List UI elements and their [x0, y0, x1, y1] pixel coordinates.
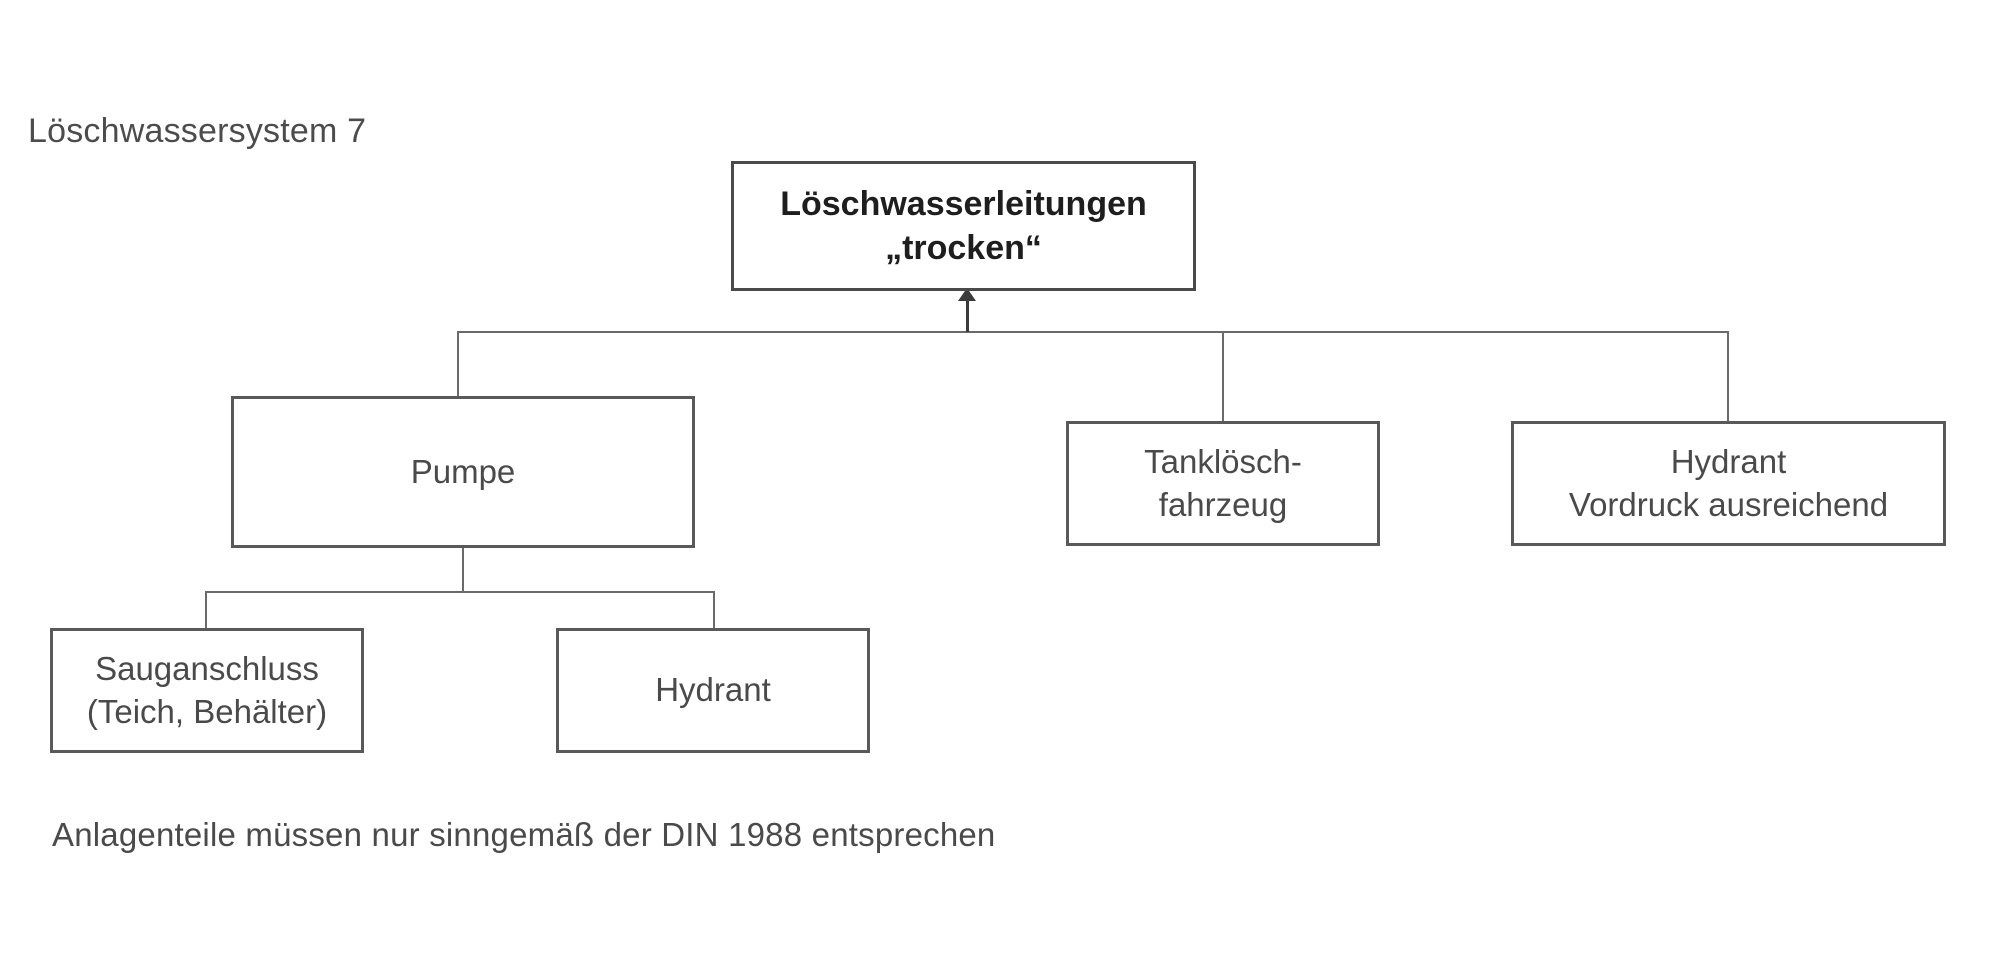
connector-pumpe-bus: [205, 591, 714, 593]
connector-pumpe-drop: [462, 546, 464, 592]
node-tankloeschfahrzeug[interactable]: Tanklösch- fahrzeug: [1066, 421, 1380, 546]
connector-pumpe-to-sauganschluss: [205, 591, 207, 629]
node-pumpe[interactable]: Pumpe: [231, 396, 695, 548]
node-label: Hydrant Vordruck ausreichend: [1568, 443, 1889, 523]
node-label: Tanklösch- fahrzeug: [1144, 443, 1302, 523]
node-sauganschluss[interactable]: Sauganschluss (Teich, Behälter): [50, 628, 364, 753]
connector-root-to-hydrant-vordruck: [1727, 331, 1729, 422]
connector-pumpe-to-hydrant: [713, 591, 715, 629]
connector-root-to-tankloeschfahrzeug: [1222, 331, 1224, 422]
page-title: Löschwassersystem 7: [28, 112, 367, 150]
arrow-head-to-root-icon: [958, 288, 976, 301]
arrow-stem-to-root: [966, 296, 969, 332]
footnote-text: Anlagenteile müssen nur sinngemäß der DI…: [52, 816, 996, 853]
node-hydrant[interactable]: Hydrant: [556, 628, 870, 753]
connector-root-bus: [457, 331, 1729, 333]
node-label: Sauganschluss (Teich, Behälter): [86, 650, 328, 730]
connector-root-to-pumpe: [457, 331, 459, 397]
node-loeschwasserleitungen-trocken[interactable]: Löschwasserleitungen „trocken“: [731, 161, 1196, 291]
node-label: Hydrant: [655, 671, 771, 709]
node-label: Pumpe: [410, 452, 516, 490]
node-label: Löschwasserleitungen „trocken“: [780, 184, 1147, 267]
node-hydrant-vordruck-ausreichend[interactable]: Hydrant Vordruck ausreichend: [1511, 421, 1946, 546]
